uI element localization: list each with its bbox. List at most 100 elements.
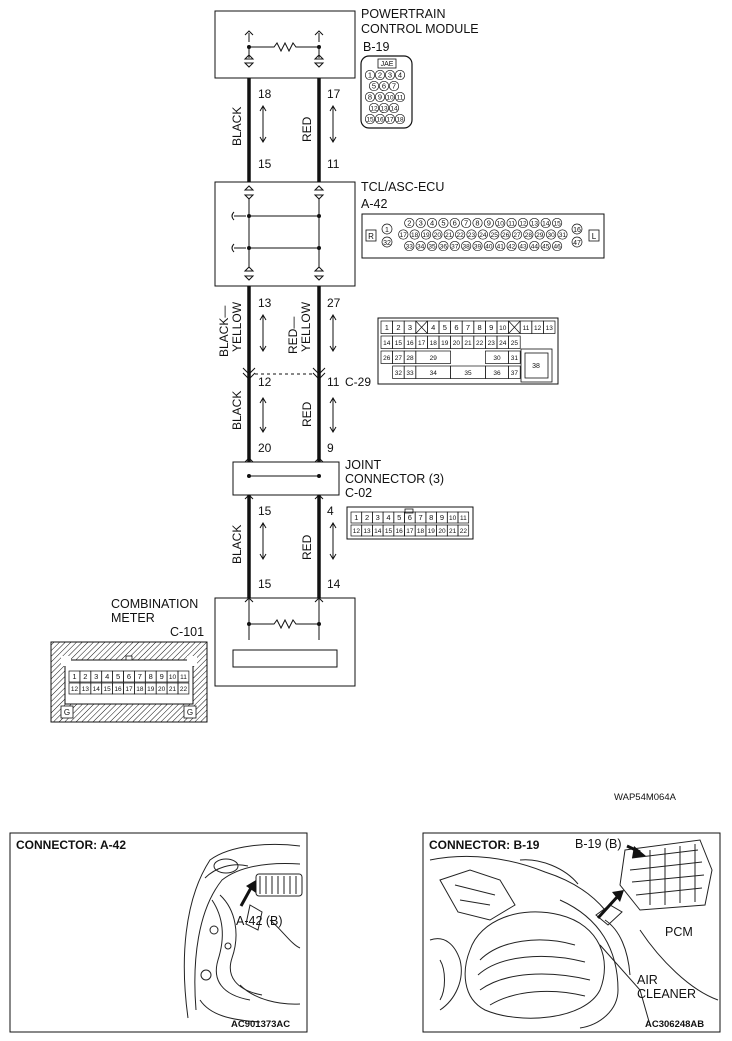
b19-pin-4-label: 4 — [398, 71, 402, 80]
a42-pin-9: 9 — [483, 217, 494, 229]
a42-pin-45-label: 45 — [542, 244, 550, 251]
c29-pin-1: 1 — [380, 320, 393, 334]
c02-pin-21-label: 21 — [449, 528, 457, 535]
c29-pin-16-label: 16 — [406, 340, 414, 347]
c29-pin-21: 21 — [461, 335, 475, 349]
c29-pin-1-label: 1 — [385, 323, 389, 332]
a42-pin-14: 14 — [540, 217, 551, 229]
c101-pin-1-label: 1 — [72, 672, 76, 681]
a42-pin-43-label: 43 — [519, 244, 527, 251]
a42-pin-37: 37 — [449, 240, 460, 252]
c02-pin-4: 4 — [382, 511, 395, 524]
c29-pin-23-label: 23 — [488, 340, 496, 347]
c29-pin-36: 36 — [485, 365, 509, 379]
c101-pin-11: 11 — [177, 670, 190, 683]
c101-pin-8-label: 8 — [149, 672, 153, 681]
a42-pin-23-label: 23 — [468, 232, 476, 239]
c29-pin-18-label: 18 — [430, 340, 438, 347]
a42-pin-36-label: 36 — [440, 244, 448, 251]
b19-pin-11-label: 11 — [397, 95, 404, 102]
joint-connector-id: C-02 — [345, 486, 372, 500]
c02-pin-21: 21 — [446, 524, 459, 537]
pin-c02-20: 20 — [258, 441, 272, 455]
c29-pin-30-label: 30 — [493, 355, 501, 362]
a42-pin-21-label: 21 — [445, 232, 453, 239]
b19-pin-2: 2 — [374, 69, 386, 81]
photo-a42-code: AC901373AC — [231, 1019, 290, 1030]
a42-pin-36: 36 — [438, 240, 449, 252]
b19-pin-12: 12 — [368, 102, 380, 114]
c101-pin-17-label: 17 — [125, 686, 133, 693]
c29-pin-34: 34 — [415, 365, 451, 379]
c29-pin-11: 11 — [519, 320, 533, 334]
b19-pin-14: 14 — [388, 102, 400, 114]
c29-pin-22-label: 22 — [476, 340, 484, 347]
c101-pin-15-label: 15 — [104, 686, 112, 693]
c29-pin-4-label: 4 — [431, 323, 435, 332]
c02-pin-1: 1 — [350, 511, 363, 524]
a42-pin-38-label: 38 — [463, 244, 471, 251]
c29-pin-27: 27 — [392, 350, 405, 364]
a42-pin-2: 2 — [404, 217, 415, 229]
c29-pin-17-label: 17 — [418, 340, 426, 347]
c02-pin-6-label: 6 — [408, 513, 412, 522]
pin-tcl-13: 13 — [258, 296, 272, 310]
a42-pin-8: 8 — [472, 217, 483, 229]
a42-pin-45: 45 — [540, 240, 551, 252]
b19-pin-18-label: 18 — [396, 117, 404, 124]
c29-pin-32-label: 32 — [395, 370, 403, 377]
photo-a42-callout: A-42 (B) — [236, 914, 283, 928]
pin-c101-14: 14 — [327, 577, 341, 591]
b19-code: JAE — [381, 61, 394, 68]
a42-pin-31-label: 31 — [559, 232, 567, 239]
c101-pin-22: 22 — [177, 682, 190, 695]
meter-connector-id: C-101 — [170, 625, 204, 639]
c02-pin-8: 8 — [425, 511, 437, 524]
a42-pin-22: 22 — [455, 229, 466, 240]
a42-pin-4: 4 — [426, 217, 438, 229]
a42-pin-42: 42 — [506, 240, 517, 252]
c29-pin-17: 17 — [415, 335, 428, 349]
c02-pin-12-label: 12 — [353, 528, 361, 535]
a42-pin-14-label: 14 — [542, 221, 550, 228]
c101-pin-16-label: 16 — [114, 686, 122, 693]
a42-pin-2-label: 2 — [407, 219, 411, 228]
c29-pin-25: 25 — [508, 335, 521, 349]
a42-pin-19: 19 — [420, 229, 432, 240]
c101-pin-4-label: 4 — [105, 672, 109, 681]
a42-pin-18: 18 — [409, 229, 420, 240]
b19-pin-8-label: 8 — [368, 93, 372, 102]
a42-pin-8-label: 8 — [475, 219, 479, 228]
a42-pin-17: 17 — [398, 229, 409, 240]
c02-pin-20-label: 20 — [438, 528, 446, 535]
a42-pin-18-label: 18 — [411, 232, 419, 239]
c02-pin-18-label: 18 — [417, 528, 425, 535]
wire-color-black-3: BLACK — [230, 391, 244, 430]
c101-pin-20-label: 20 — [158, 686, 166, 693]
c29-pin-36-label: 36 — [493, 370, 501, 377]
c29-pin-35-label: 35 — [464, 370, 472, 377]
a42-pin-12: 12 — [517, 217, 529, 229]
c29-pin-22: 22 — [473, 335, 486, 349]
pin-c29-11: 11 — [327, 375, 340, 389]
engine-bay-sketch-b19 — [429, 839, 719, 1029]
pin-tcl-27: 27 — [327, 296, 341, 310]
b19-pin-13: 13 — [378, 102, 390, 114]
c29-pin-10: 10 — [496, 320, 509, 334]
b19-pin-15: 15 — [364, 113, 376, 125]
c29-pin-13-label: 13 — [546, 325, 554, 332]
c29-pin-20-label: 20 — [453, 340, 461, 347]
c02-pin-17-label: 17 — [406, 528, 414, 535]
a42-pin-5: 5 — [438, 217, 449, 229]
c29-pin-21-label: 21 — [464, 340, 472, 347]
c29-pin-31-label: 31 — [511, 355, 519, 362]
a42-pin-41-label: 41 — [497, 244, 505, 251]
c101-pin-3-label: 3 — [94, 672, 98, 681]
b19-pin-8: 8 — [364, 91, 376, 103]
c101-pin-7-label: 7 — [138, 672, 142, 681]
b19-pin-6-label: 6 — [382, 82, 386, 91]
c02-pin-15: 15 — [382, 524, 395, 537]
diagram-code: WAP54M064A — [614, 792, 677, 803]
